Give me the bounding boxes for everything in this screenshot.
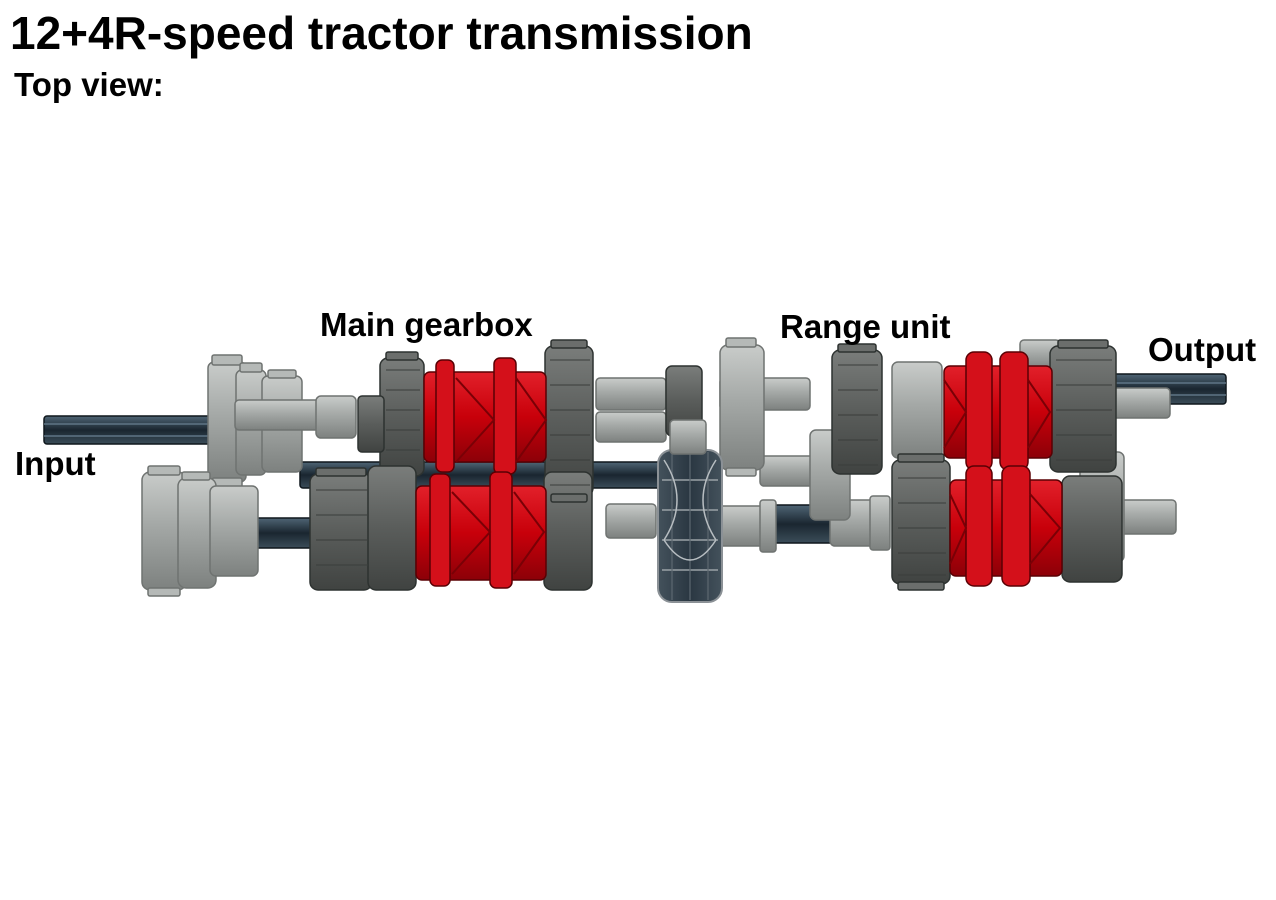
input-label: Input <box>15 445 96 482</box>
view-subtitle: Top view: <box>14 66 164 103</box>
diagram-title: 12+4R-speed tractor transmission <box>10 7 753 59</box>
center-drum <box>657 419 723 603</box>
input-axle <box>43 415 235 445</box>
light-gray-gears <box>141 337 1177 597</box>
output-label: Output <box>1148 331 1257 368</box>
red-clutch-sleeves <box>415 351 1063 589</box>
main-gearbox-label: Main gearbox <box>320 306 533 343</box>
gear-teeth <box>316 359 1112 576</box>
range-unit-label: Range unit <box>780 308 951 345</box>
